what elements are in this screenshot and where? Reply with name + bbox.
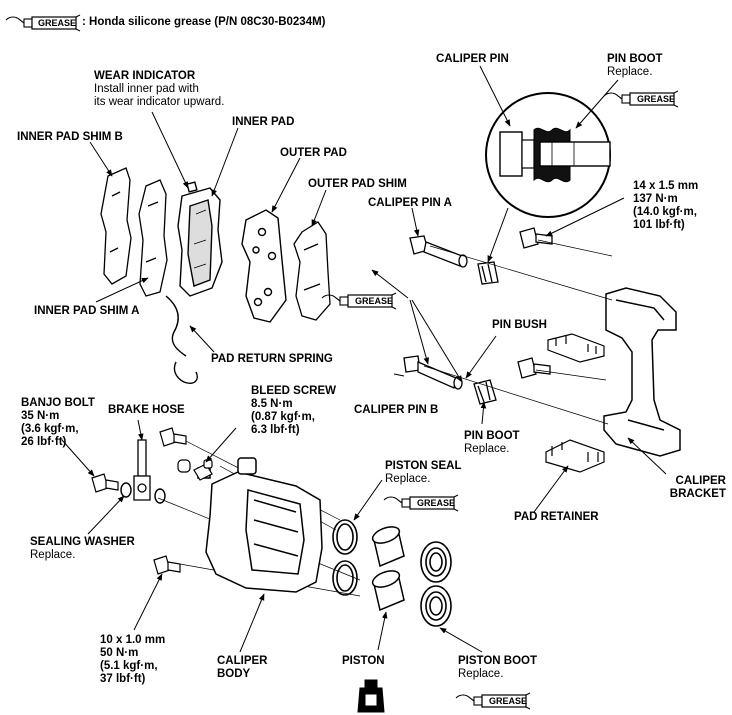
piston-seal-lower [332, 560, 358, 596]
grease-icon-text: GREASE [417, 498, 456, 508]
piston-boot-upper [420, 541, 452, 583]
outer-pad [241, 209, 287, 323]
bracket-bolt-upper [519, 227, 553, 249]
brake-fluid-bottle-icon [357, 679, 385, 713]
caliper-body [197, 457, 323, 593]
grease-icon-text: GREASE [355, 296, 394, 306]
sealing-washer-left [120, 482, 132, 498]
caliper-pin-b [403, 355, 463, 390]
legend-grease-icon-text: GREASE [38, 18, 77, 28]
piston-lower [371, 570, 405, 612]
grease-legend-text: : Honda silicone grease (P/N 08C30-B0234… [82, 16, 326, 28]
caliper-bracket [603, 287, 681, 457]
outer-pad-shim [293, 221, 331, 321]
piston-boot-label: PISTON BOOT Replace. [458, 655, 538, 680]
pad-retainer-upper [547, 333, 605, 363]
inner-pad [177, 181, 223, 297]
banjo-bolt-label: BANJO BOLT 35 N·m (3.6 kgf·m, 26 lbf·ft) [21, 397, 95, 448]
banjo-bolt [91, 473, 119, 493]
caliper-pin-a-label: CALIPER PIN A [368, 197, 452, 209]
piston-seal-upper [332, 519, 358, 555]
caliper-pin-a [409, 235, 468, 268]
pad-return-spring [165, 295, 198, 384]
grease-icon-text: GREASE [489, 696, 528, 706]
sealing-washer-right [154, 488, 166, 504]
brake-hose-label: BRAKE HOSE [108, 404, 185, 416]
pad-return-spring-label: PAD RETURN SPRING [211, 353, 333, 365]
pin-boot-a [477, 261, 499, 285]
pad-retainer [545, 439, 605, 473]
pin-boot-bottom-label: PIN BOOT Replace. [464, 430, 520, 455]
bleed-cap [177, 459, 191, 473]
inner-pad-shim-a [138, 179, 168, 297]
caliper-bracket-label: CALIPER BRACKET [669, 475, 726, 500]
inner-pad-shim-a-label: INNER PAD SHIM A [34, 305, 140, 317]
piston-upper [371, 526, 405, 568]
caliper-body-bolt-torque-label: 10 x 1.0 mm 50 N·m (5.1 kgf·m, 37 lbf·ft… [100, 634, 166, 685]
leader-lines [61, 65, 667, 653]
bracket-bolt-torque-label: 14 x 1.5 mm 137 N·m (14.0 kgf·m, 101 lbf… [633, 180, 699, 231]
grease-icon-text: GREASE [637, 94, 676, 104]
caliper-pin-label: CALIPER PIN [436, 53, 509, 65]
piston-seal-label: PISTON SEAL Replace. [385, 460, 462, 485]
pin-boot-top-label: PIN BOOT Replace. [607, 53, 663, 78]
pad-retainer-label: PAD RETAINER [514, 511, 599, 523]
caliper-pin-detail-circle [485, 92, 611, 218]
caliper-body-bolt-upper [159, 427, 187, 447]
caliper-body-label: CALIPER BODY [217, 655, 268, 680]
bleed-screw-label: BLEED SCREW 8.5 N·m (0.87 kgf·m, 6.3 lbf… [251, 385, 336, 436]
inner-pad-label: INNER PAD [232, 116, 295, 128]
outer-pad-label: OUTER PAD [280, 147, 347, 159]
pin-boot-b [473, 379, 497, 405]
outer-pad-shim-label: OUTER PAD SHIM [308, 178, 407, 190]
inner-pad-shim-b-label: INNER PAD SHIM B [17, 131, 123, 143]
wear-indicator-label: WEAR INDICATOR Install inner pad with it… [94, 70, 225, 108]
caliper-pin-b-label: CALIPER PIN B [354, 404, 439, 416]
brake-hose [133, 439, 151, 501]
piston-boot-lower [420, 585, 452, 627]
pin-bush-label: PIN BUSH [492, 319, 547, 331]
caliper-body-bolt-lower [153, 555, 181, 575]
sealing-washer-label: SEALING WASHER Replace. [30, 536, 135, 561]
bracket-bolt-lower [517, 357, 551, 379]
inner-pad-shim-b [100, 167, 132, 285]
piston-label: PISTON [342, 655, 385, 667]
